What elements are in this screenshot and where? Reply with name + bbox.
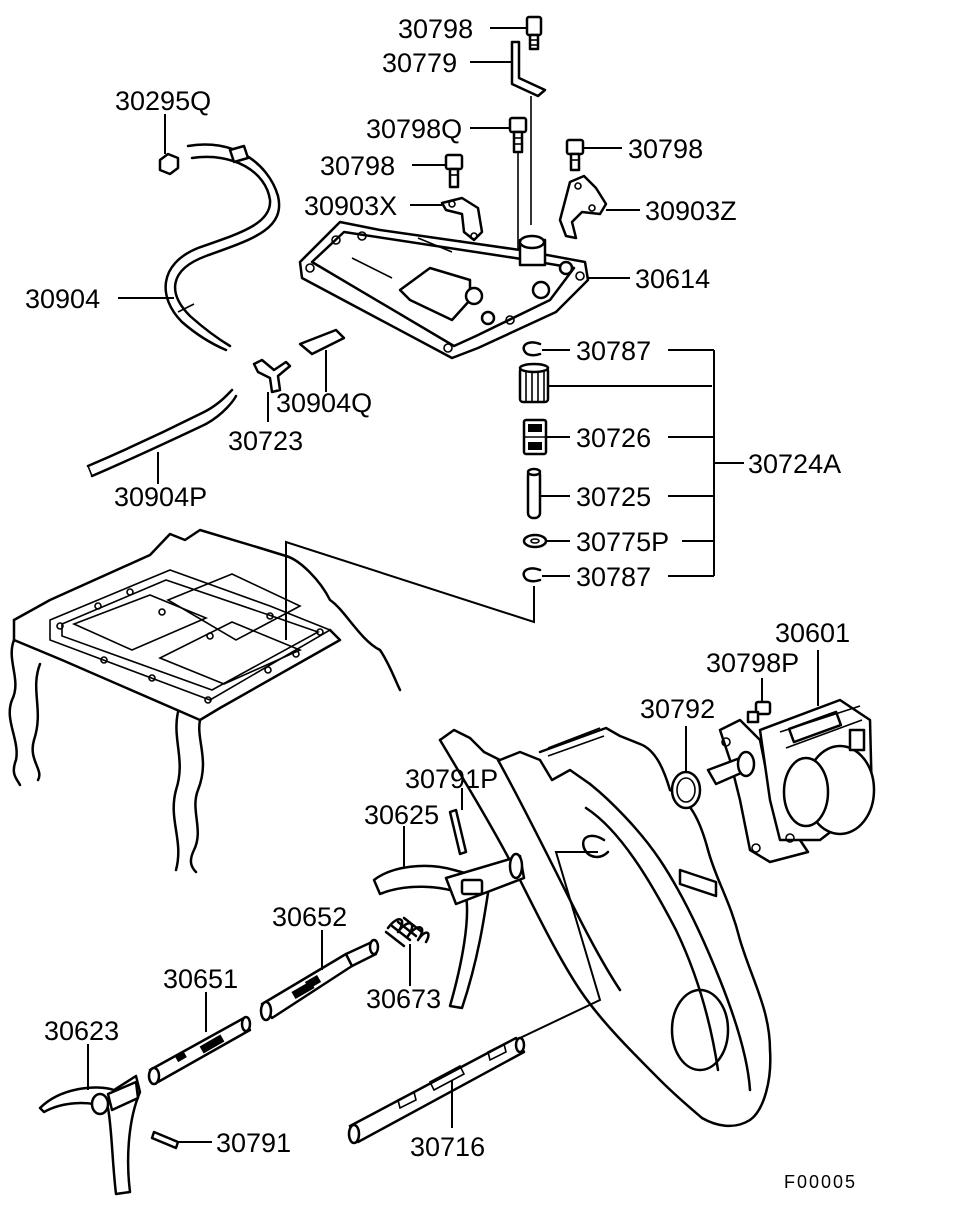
shaft-30651 xyxy=(147,1015,252,1086)
label-30903z: 30903Z xyxy=(645,196,737,226)
label-30791: 30791 xyxy=(216,1128,291,1158)
label-30798q: 30798Q xyxy=(366,114,462,144)
fork-30623 xyxy=(38,1074,142,1196)
label-30614: 30614 xyxy=(635,264,710,294)
label-30623: 30623 xyxy=(44,1016,119,1046)
clip-30295q xyxy=(158,152,180,176)
label-30904p: 30904P xyxy=(114,482,207,512)
washer-30775p xyxy=(522,533,548,549)
label-30798-right: 30798 xyxy=(628,134,703,164)
label-30792: 30792 xyxy=(640,694,715,724)
label-30779: 30779 xyxy=(382,48,457,78)
label-30798-top: 30798 xyxy=(398,14,473,44)
label-30295q: 30295Q xyxy=(115,86,211,116)
snap-ring-30787-bottom xyxy=(522,567,542,583)
hose-30904p xyxy=(86,388,238,478)
spring-30726 xyxy=(522,418,548,456)
label-30798p: 30798P xyxy=(706,648,799,678)
label-30725: 30725 xyxy=(576,482,651,512)
bracket-30903x xyxy=(440,196,484,242)
label-30775p: 30775P xyxy=(576,527,669,557)
label-30723: 30723 xyxy=(228,426,303,456)
snap-ring-30787-top xyxy=(522,341,542,357)
bracket-30779 xyxy=(510,40,547,98)
label-30904q: 30904Q xyxy=(276,388,372,418)
shaft-30652 xyxy=(259,938,380,1022)
fork-30625 xyxy=(372,852,526,1010)
label-30651: 30651 xyxy=(163,964,238,994)
o-ring-30792 xyxy=(670,770,702,810)
label-30716: 30716 xyxy=(410,1132,485,1162)
label-30652: 30652 xyxy=(272,902,347,932)
label-30726: 30726 xyxy=(576,423,651,453)
cover-30614 xyxy=(298,220,590,360)
label-30601: 30601 xyxy=(775,618,850,648)
label-30673: 30673 xyxy=(366,984,441,1014)
label-30787-bottom: 30787 xyxy=(576,562,651,592)
pin-30791p xyxy=(448,808,468,856)
hose-30904q xyxy=(298,328,346,356)
label-30903x: 30903X xyxy=(304,191,397,221)
label-30904: 30904 xyxy=(25,284,100,314)
transmission-case-top xyxy=(8,528,402,874)
bolt-30798-top xyxy=(525,15,543,51)
kit-bracket-30724a xyxy=(668,349,744,577)
label-30787-top: 30787 xyxy=(576,336,651,366)
hose-30904 xyxy=(164,143,281,352)
bolt-30798p xyxy=(746,700,772,724)
bracket-30903z xyxy=(558,174,608,240)
fitting-30723 xyxy=(252,358,292,394)
label-30625: 30625 xyxy=(364,800,439,830)
sleeve-30787 xyxy=(518,362,550,404)
figure-code: F00005 xyxy=(784,1172,857,1192)
bolt-30798-right xyxy=(565,138,585,172)
pin-30725 xyxy=(526,467,542,520)
label-30798-mid: 30798 xyxy=(320,151,395,181)
spring-30673 xyxy=(384,916,430,948)
snap-ring-on-case xyxy=(581,834,610,859)
pin-30791 xyxy=(150,1130,180,1150)
bolt-30798q xyxy=(508,116,528,154)
actuator-30601 xyxy=(706,698,876,864)
bolt-30798-mid xyxy=(444,153,464,189)
rail-30716 xyxy=(347,1036,526,1145)
label-30724a: 30724A xyxy=(748,449,841,479)
label-30791p: 30791P xyxy=(405,764,498,794)
transfer-case-housing xyxy=(438,726,772,1128)
